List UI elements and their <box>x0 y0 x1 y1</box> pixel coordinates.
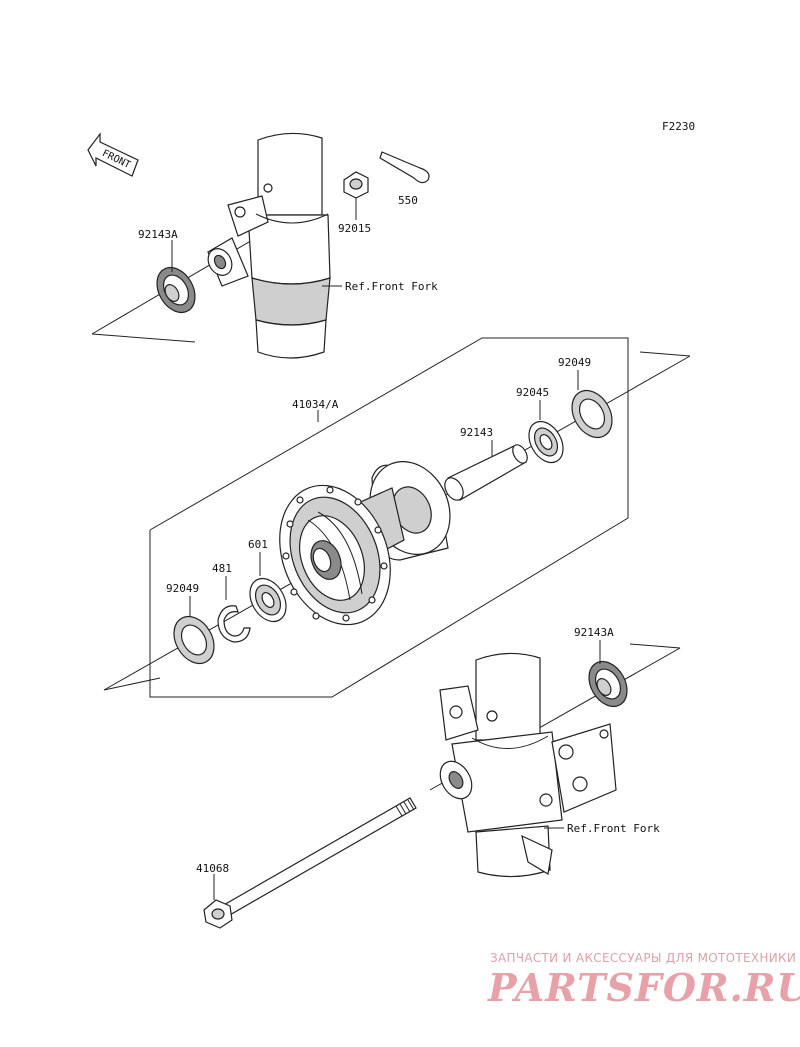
diagram-code: F2230 <box>662 120 695 133</box>
label-92049-right: 92049 <box>558 356 591 369</box>
label-601: 601 <box>248 538 268 551</box>
label-92143: 92143 <box>460 426 493 439</box>
bearing-92045 <box>528 420 564 464</box>
upper-front-fork <box>91 132 331 359</box>
nut-92015 <box>343 171 369 199</box>
lower-front-fork <box>429 643 681 878</box>
label-550: 550 <box>398 194 418 207</box>
collar-92143a-bottom <box>588 660 628 708</box>
label-41034a: 41034/A <box>292 398 339 411</box>
cotter-pin-550 <box>379 151 430 184</box>
spacer-92143 <box>444 444 528 501</box>
oil-seal-92049-left <box>173 615 215 665</box>
label-92143a-bottom: 92143A <box>574 626 614 639</box>
label-92049-left: 92049 <box>166 582 199 595</box>
ref-label-lower-fork: Ref.Front Fork <box>567 822 660 835</box>
watermark-subtitle: ЗАПЧАСТИ И АКСЕССУАРЫ ДЛЯ МОТОТЕХНИКИ <box>490 951 797 965</box>
wheel-hub-41034a <box>279 461 451 626</box>
front-arrow-icon: FRONT <box>87 132 139 177</box>
label-92045: 92045 <box>516 386 549 399</box>
label-41068: 41068 <box>196 862 229 875</box>
collar-92143a-top <box>156 266 196 314</box>
circlip-481 <box>217 605 251 643</box>
label-92015: 92015 <box>338 222 371 235</box>
bearing-601 <box>249 577 287 623</box>
ref-label-upper-fork: Ref.Front Fork <box>345 280 438 293</box>
label-481: 481 <box>212 562 232 575</box>
axle-41068 <box>203 797 417 929</box>
label-92143a-top: 92143A <box>138 228 178 241</box>
hub-assembly-frame <box>149 337 629 698</box>
watermark-logo: PARTSFOR.RU <box>488 965 800 1010</box>
oil-seal-92049-right <box>571 389 613 439</box>
